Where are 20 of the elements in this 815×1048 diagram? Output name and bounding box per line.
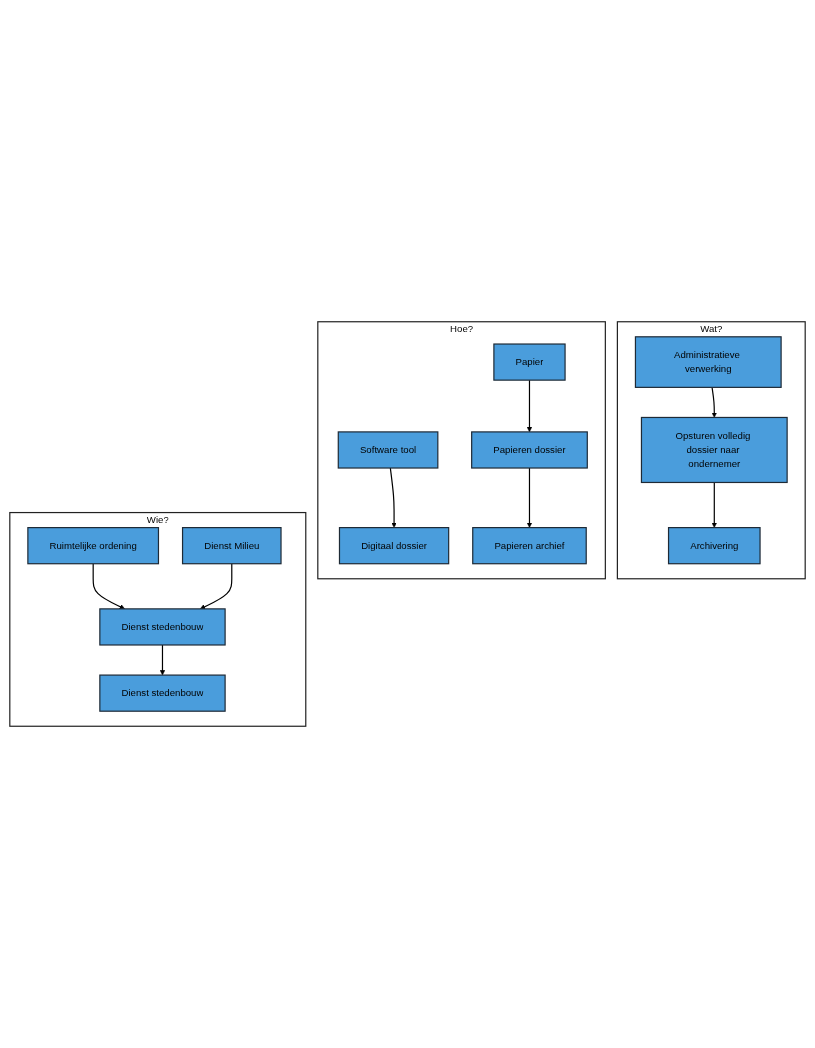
- node-box: Archivering: [667, 527, 761, 565]
- arrow: [711, 481, 717, 528]
- node-box: Administratieve verwerking: [634, 336, 782, 388]
- node-box: Dienst stedenbouw: [99, 608, 226, 646]
- arrow: [92, 563, 125, 610]
- node-box: Papieren archief: [472, 527, 587, 565]
- arrow: [526, 379, 533, 433]
- arrow: [389, 467, 397, 528]
- node-box: Opsturen volledig dossier naar ondernemer: [640, 416, 788, 484]
- node-box: Dienst stedenbouw: [99, 674, 226, 712]
- arrow: [711, 386, 717, 418]
- arrow: [526, 467, 533, 528]
- node-box: Papieren dossier: [471, 431, 588, 469]
- node-box: Software tool: [337, 431, 439, 469]
- arrow: [200, 563, 233, 610]
- node-box: Digitaal dossier: [338, 527, 450, 565]
- arrow: [159, 644, 166, 676]
- node-box: Ruimtelijke ordening: [27, 527, 160, 565]
- node-box: Papier: [493, 343, 566, 381]
- node-box: Dienst Milieu: [181, 527, 282, 565]
